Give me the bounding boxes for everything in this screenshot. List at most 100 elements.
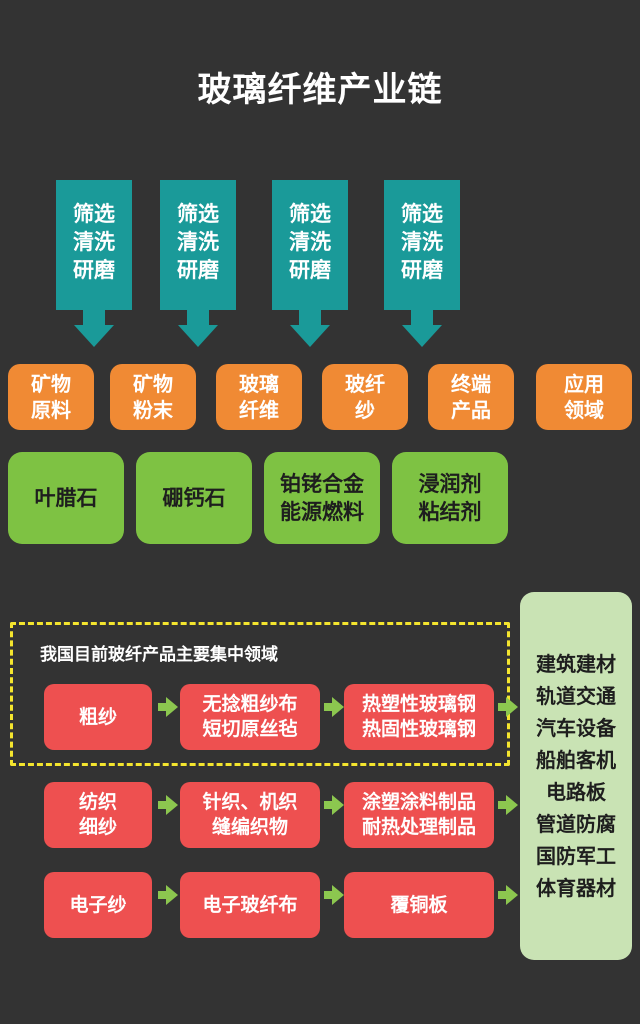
application-item: 建筑建材 bbox=[536, 652, 616, 676]
down-arrow-icon bbox=[178, 325, 218, 347]
row1-product-box: 热塑性玻璃钢 热固性玻璃钢 bbox=[344, 684, 494, 750]
row-label: 纺织 bbox=[78, 791, 117, 813]
stage-label: 终端 bbox=[451, 372, 491, 396]
material-label: 叶腊石 bbox=[34, 486, 98, 510]
row-label: 短切原丝毡 bbox=[202, 718, 298, 740]
stage-box-application: 应用 领域 bbox=[536, 364, 632, 430]
right-arrow-icon bbox=[158, 891, 168, 899]
row-label: 电子玻纤布 bbox=[202, 893, 298, 916]
stage-box-glass-fiber: 玻璃 纤维 bbox=[216, 364, 302, 430]
row-label: 涂塑涂料制品 bbox=[361, 791, 476, 813]
process-step: 清洗 bbox=[73, 230, 115, 254]
application-item: 管道防腐 bbox=[536, 812, 616, 836]
application-item: 汽车设备 bbox=[536, 716, 616, 740]
row2-yarn-box: 纺织 细纱 bbox=[44, 782, 152, 848]
application-item: 轨道交通 bbox=[536, 684, 616, 708]
stage-label: 领域 bbox=[564, 398, 604, 422]
material-label: 硼钙石 bbox=[162, 486, 226, 510]
down-arrow-icon bbox=[83, 310, 105, 326]
stage-box-fiber-yarn: 玻纤 纱 bbox=[322, 364, 408, 430]
row-label: 耐热处理制品 bbox=[361, 816, 476, 838]
process-box-4: 筛选 清洗 研磨 bbox=[384, 180, 460, 310]
applications-panel: 建筑建材 轨道交通 汽车设备 船舶客机 电路板 管道防腐 国防军工 体育器材 bbox=[520, 592, 632, 960]
stage-label: 矿物 bbox=[31, 372, 71, 396]
right-arrow-icon bbox=[498, 703, 508, 711]
right-arrow-icon bbox=[506, 795, 518, 815]
right-arrow-icon bbox=[166, 795, 178, 815]
right-arrow-icon bbox=[332, 885, 344, 905]
focus-region-outline bbox=[10, 622, 510, 766]
down-arrow-icon bbox=[74, 325, 114, 347]
right-arrow-icon bbox=[324, 891, 334, 899]
row3-fabric-box: 电子玻纤布 bbox=[180, 872, 320, 938]
right-arrow-icon bbox=[158, 801, 168, 809]
row-label: 热固性玻璃钢 bbox=[361, 718, 476, 740]
right-arrow-icon bbox=[332, 795, 344, 815]
process-step: 研磨 bbox=[177, 258, 219, 282]
process-step: 筛选 bbox=[73, 202, 115, 226]
material-label: 浸润剂 bbox=[418, 472, 482, 496]
process-step: 筛选 bbox=[177, 202, 219, 226]
down-arrow-icon bbox=[402, 325, 442, 347]
row3-yarn-box: 电子纱 bbox=[44, 872, 152, 938]
process-step: 清洗 bbox=[289, 230, 331, 254]
process-step: 筛选 bbox=[401, 202, 443, 226]
stage-label: 纱 bbox=[355, 398, 375, 422]
material-label: 铂铑合金 bbox=[280, 472, 364, 496]
row-label: 覆铜板 bbox=[390, 893, 448, 916]
stage-label: 矿物 bbox=[133, 372, 173, 396]
right-arrow-icon bbox=[506, 885, 518, 905]
stage-label: 玻璃 bbox=[239, 372, 279, 396]
down-arrow-icon bbox=[187, 310, 209, 326]
right-arrow-icon bbox=[506, 697, 518, 717]
row2-fabric-box: 针织、机织 缝编织物 bbox=[180, 782, 320, 848]
row1-yarn-box: 粗纱 bbox=[44, 684, 152, 750]
material-box-sizing-binder: 浸润剂 粘结剂 bbox=[392, 452, 508, 544]
process-step: 清洗 bbox=[401, 230, 443, 254]
application-item: 电路板 bbox=[546, 780, 606, 804]
process-step: 筛选 bbox=[289, 202, 331, 226]
right-arrow-icon bbox=[166, 697, 178, 717]
process-box-2: 筛选 清洗 研磨 bbox=[160, 180, 236, 310]
stage-box-mineral-raw: 矿物 原料 bbox=[8, 364, 94, 430]
material-label: 能源燃料 bbox=[280, 500, 364, 524]
stage-label: 纤维 bbox=[239, 398, 279, 422]
process-step: 清洗 bbox=[177, 230, 219, 254]
application-item: 国防军工 bbox=[536, 844, 616, 868]
row-label: 粗纱 bbox=[78, 705, 117, 728]
stage-label: 原料 bbox=[31, 398, 71, 422]
process-step: 研磨 bbox=[73, 258, 115, 282]
right-arrow-icon bbox=[498, 891, 508, 899]
down-arrow-icon bbox=[290, 325, 330, 347]
right-arrow-icon bbox=[324, 703, 334, 711]
page-title: 玻璃纤维产业链 bbox=[197, 70, 443, 110]
down-arrow-icon bbox=[299, 310, 321, 326]
row-label: 缝编织物 bbox=[211, 816, 288, 838]
process-step: 研磨 bbox=[289, 258, 331, 282]
material-box-colemanite: 硼钙石 bbox=[136, 452, 252, 544]
process-box-1: 筛选 清洗 研磨 bbox=[56, 180, 132, 310]
material-label: 粘结剂 bbox=[418, 500, 482, 524]
process-box-3: 筛选 清洗 研磨 bbox=[272, 180, 348, 310]
material-box-pyrophyllite: 叶腊石 bbox=[8, 452, 124, 544]
row2-product-box: 涂塑涂料制品 耐热处理制品 bbox=[344, 782, 494, 848]
right-arrow-icon bbox=[332, 697, 344, 717]
stage-label: 应用 bbox=[564, 372, 604, 396]
row-label: 针织、机织 bbox=[202, 791, 298, 813]
right-arrow-icon bbox=[498, 801, 508, 809]
process-step: 研磨 bbox=[401, 258, 443, 282]
material-box-alloy-fuel: 铂铑合金 能源燃料 bbox=[264, 452, 380, 544]
row3-product-box: 覆铜板 bbox=[344, 872, 494, 938]
row-label: 细纱 bbox=[78, 816, 117, 838]
right-arrow-icon bbox=[324, 801, 334, 809]
stage-label: 玻纤 bbox=[345, 372, 385, 396]
row-label: 热塑性玻璃钢 bbox=[361, 693, 476, 715]
row1-fabric-box: 无捻粗纱布 短切原丝毡 bbox=[180, 684, 320, 750]
focus-region-label: 我国目前玻纤产品主要集中领域 bbox=[40, 645, 278, 665]
application-item: 体育器材 bbox=[536, 876, 616, 900]
stage-box-mineral-powder: 矿物 粉末 bbox=[110, 364, 196, 430]
right-arrow-icon bbox=[158, 703, 168, 711]
row-label: 电子纱 bbox=[69, 893, 127, 916]
row-label: 无捻粗纱布 bbox=[202, 693, 298, 715]
stage-box-end-product: 终端 产品 bbox=[428, 364, 514, 430]
